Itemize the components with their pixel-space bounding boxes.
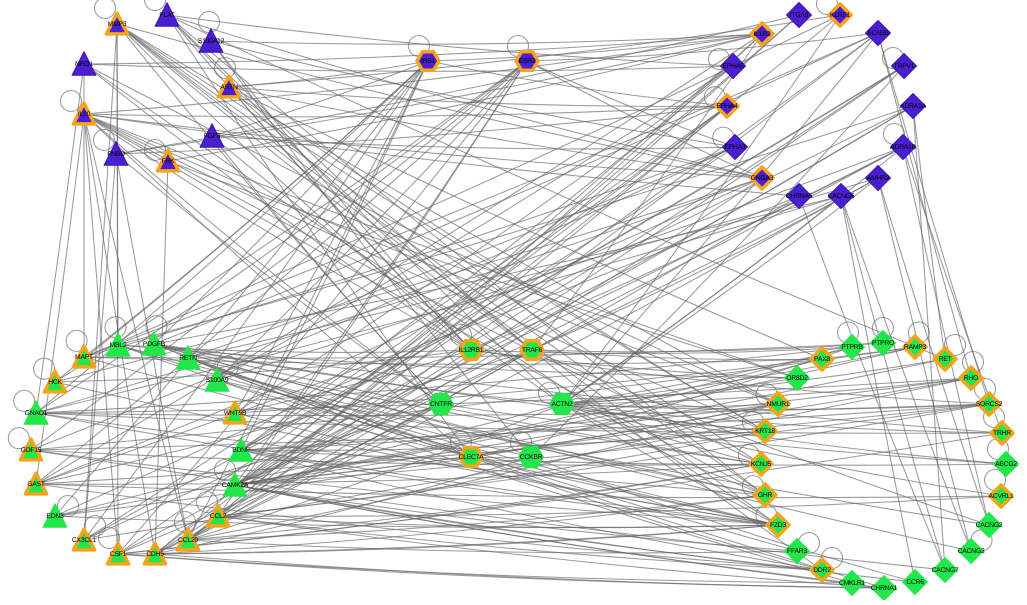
svg-text:S100A12: S100A12: [198, 38, 225, 45]
svg-text:PAX8: PAX8: [814, 356, 830, 363]
svg-text:KLRF1: KLRF1: [830, 12, 850, 19]
svg-text:DDR2: DDR2: [813, 567, 831, 574]
svg-text:FGF6: FGF6: [204, 133, 221, 140]
svg-text:CACNG3: CACNG3: [958, 548, 985, 555]
svg-text:FZD3: FZD3: [770, 522, 786, 529]
svg-text:RAMP3: RAMP3: [904, 344, 927, 351]
svg-text:CCL20: CCL20: [178, 537, 198, 544]
svg-text:FNBD: FNBD: [107, 151, 125, 158]
svg-text:GHR: GHR: [758, 492, 773, 499]
svg-text:PLAT: PLAT: [159, 12, 175, 19]
svg-text:FFAR3: FFAR3: [787, 548, 807, 555]
svg-text:KCNJ5: KCNJ5: [751, 461, 772, 468]
svg-text:PTPRO: PTPRO: [872, 340, 894, 347]
svg-text:PDGFB: PDGFB: [143, 341, 166, 348]
svg-text:GDF15: GDF15: [21, 447, 42, 454]
svg-text:CLEC7A: CLEC7A: [459, 454, 485, 461]
svg-text:CHRNA5: CHRNA5: [786, 193, 813, 200]
svg-text:ADRA1B: ADRA1B: [890, 144, 916, 151]
svg-text:PTPRB: PTPRB: [841, 344, 863, 351]
svg-text:TRAF6: TRAF6: [522, 347, 543, 354]
svg-text:NRG1: NRG1: [75, 61, 93, 68]
svg-text:WNT5B: WNT5B: [224, 410, 247, 417]
svg-text:TRHR: TRHR: [993, 430, 1011, 437]
svg-text:NMUR1: NMUR1: [767, 401, 790, 408]
svg-text:ABCG2: ABCG2: [995, 461, 1017, 468]
svg-text:AMHR2: AMHR2: [867, 175, 890, 182]
svg-text:IL1R2: IL1R2: [754, 31, 771, 38]
svg-text:RETN: RETN: [179, 355, 197, 362]
svg-text:ACVRL1: ACVRL1: [989, 493, 1014, 500]
svg-text:ACTN2: ACTN2: [551, 401, 573, 408]
svg-text:RHO: RHO: [964, 375, 978, 382]
svg-text:IRS1: IRS1: [421, 58, 436, 65]
svg-text:MAPT: MAPT: [75, 354, 93, 361]
svg-text:CNTFR: CNTFR: [430, 401, 452, 408]
svg-text:CCR6: CCR6: [906, 579, 924, 586]
svg-text:SORCS2: SORCS2: [976, 401, 1003, 408]
svg-text:CSF1: CSF1: [110, 551, 127, 558]
svg-text:FRK: FRK: [162, 158, 176, 165]
svg-text:ADRA1A: ADRA1A: [900, 103, 926, 110]
svg-text:ITGA8: ITGA8: [790, 12, 809, 19]
svg-text:BDNF: BDNF: [232, 447, 250, 454]
svg-text:EPHA5: EPHA5: [722, 63, 744, 70]
svg-text:EDN3: EDN3: [46, 513, 64, 520]
svg-text:GNAO1: GNAO1: [25, 410, 48, 417]
svg-text:CMKLR1: CMKLR1: [839, 580, 866, 587]
svg-text:ARTN: ARTN: [220, 84, 238, 91]
svg-text:CNGA3: CNGA3: [751, 175, 774, 182]
svg-text:CHRNA1: CHRNA1: [871, 585, 898, 592]
svg-text:IL12RB1: IL12RB1: [459, 347, 484, 354]
svg-text:RET: RET: [939, 356, 952, 363]
svg-text:CACNG7: CACNG7: [932, 567, 959, 574]
svg-text:IL20: IL20: [78, 111, 91, 118]
svg-text:EPHA4: EPHA4: [716, 103, 738, 110]
svg-text:ESR2: ESR2: [519, 58, 536, 65]
svg-text:CCL2: CCL2: [210, 513, 227, 520]
svg-text:CCKBR: CCKBR: [520, 454, 543, 461]
svg-text:TRPV1: TRPV1: [894, 63, 915, 70]
svg-text:CDH5: CDH5: [146, 551, 164, 558]
svg-text:MBL2: MBL2: [110, 342, 127, 349]
svg-text:OR8D2: OR8D2: [786, 375, 808, 382]
svg-text:SCN3B: SCN3B: [867, 30, 889, 37]
svg-text:CACNG2: CACNG2: [976, 522, 1003, 529]
svg-text:CAMK2A: CAMK2A: [222, 482, 249, 489]
svg-text:MMP3: MMP3: [108, 21, 127, 28]
svg-text:CX3CL1: CX3CL1: [72, 537, 97, 544]
svg-text:KRT18: KRT18: [755, 428, 775, 435]
svg-text:S100A9: S100A9: [206, 377, 229, 384]
svg-text:CACNG5: CACNG5: [828, 193, 855, 200]
svg-text:HCK: HCK: [48, 379, 62, 386]
svg-text:EPHA3: EPHA3: [724, 144, 746, 151]
svg-text:GAST: GAST: [27, 481, 45, 488]
